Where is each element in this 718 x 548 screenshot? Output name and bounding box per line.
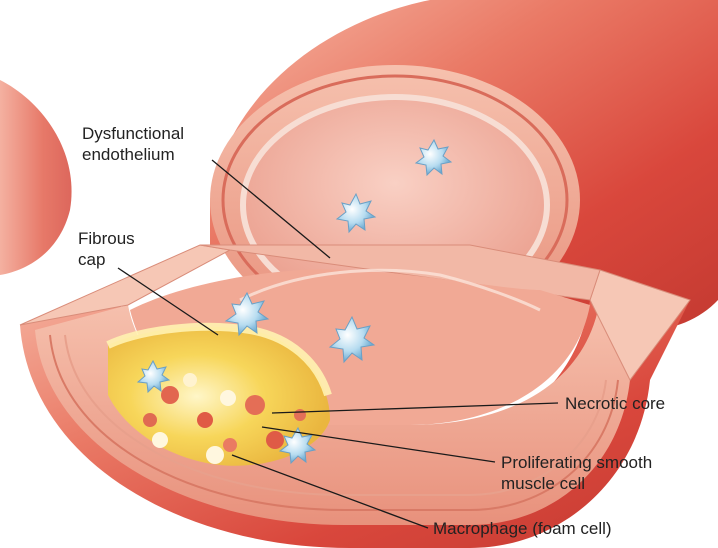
label-fibrous-cap: Fibrous cap — [78, 228, 135, 270]
label-necrotic-core: Necrotic core — [565, 393, 665, 414]
label-line: cap — [78, 249, 135, 270]
label-dysfunctional-endothelium: Dysfunctional endothelium — [82, 123, 184, 165]
label-line: Proliferating smooth — [501, 452, 652, 473]
label-proliferating-smooth-muscle-cell: Proliferating smooth muscle cell — [501, 452, 652, 494]
label-line: endothelium — [82, 144, 184, 165]
label-line: Dysfunctional — [82, 123, 184, 144]
label-macrophage-foam-cell: Macrophage (foam cell) — [433, 518, 612, 539]
background-vessel — [0, 80, 72, 275]
label-line: muscle cell — [501, 473, 652, 494]
label-line: Fibrous — [78, 228, 135, 249]
label-line: Necrotic core — [565, 393, 665, 414]
label-line: Macrophage (foam cell) — [433, 518, 612, 539]
